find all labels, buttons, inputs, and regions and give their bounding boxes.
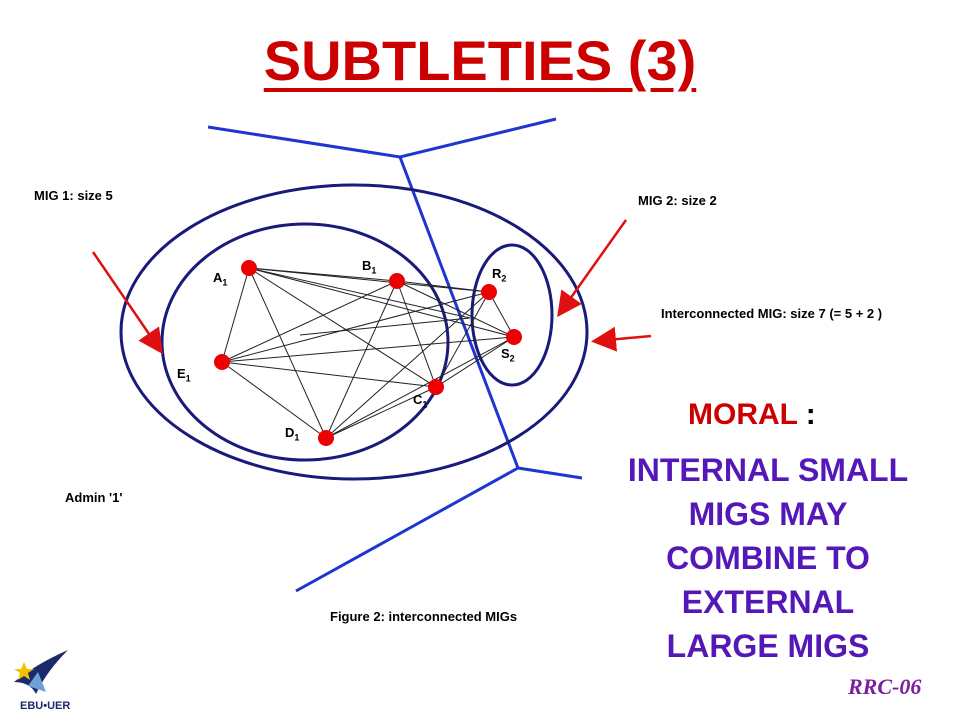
moral-line: COMBINE TO xyxy=(666,540,870,576)
edge xyxy=(435,336,515,388)
node-label-d1: D1 xyxy=(285,425,300,443)
edge xyxy=(325,291,490,439)
moral-line: MIGS MAY xyxy=(688,496,848,532)
figure-caption: Figure 2: interconnected MIGs xyxy=(330,609,518,624)
edge xyxy=(488,291,515,338)
arrows xyxy=(91,219,652,355)
node-label-s2: S2 xyxy=(501,346,515,364)
mig2-arrow xyxy=(557,219,628,318)
moral-heading: MORAL : xyxy=(688,398,816,431)
mig1-ellipse xyxy=(160,222,450,462)
node-r2 xyxy=(481,284,497,300)
node-label-b1: B1 xyxy=(362,258,377,276)
moral-line: LARGE MIGS xyxy=(666,628,870,664)
interconnected-mig-ellipse xyxy=(119,183,589,481)
node-c1 xyxy=(428,379,444,395)
nodes xyxy=(214,260,522,446)
edge xyxy=(299,317,471,336)
boundary-line-top xyxy=(207,117,557,159)
edge xyxy=(248,267,327,439)
edge xyxy=(325,386,437,439)
node-label-a1: A1 xyxy=(213,270,228,288)
mig2-label: MIG 2: size 2 xyxy=(638,193,717,208)
mig1-label: MIG 1: size 5 xyxy=(34,188,113,203)
node-b1 xyxy=(389,273,405,289)
node-label-e1: E1 xyxy=(177,366,191,384)
node-a1 xyxy=(241,260,257,276)
edge xyxy=(396,280,437,388)
node-label-r2: R2 xyxy=(492,266,507,284)
edge xyxy=(248,267,490,293)
edge xyxy=(221,280,398,363)
edge xyxy=(396,280,515,338)
moral-text: INTERNAL SMALL MIGS MAY COMBINE TO EXTER… xyxy=(596,448,940,668)
edge xyxy=(325,336,515,439)
mig1-arrow xyxy=(91,251,163,355)
moral-line: EXTERNAL xyxy=(681,584,855,620)
moral-line: INTERNAL SMALL xyxy=(627,452,909,488)
mig2-ellipse xyxy=(470,243,554,387)
edge xyxy=(221,291,490,363)
edge xyxy=(221,336,515,363)
edge xyxy=(435,291,490,388)
rrc-label: RRC-06 xyxy=(848,674,922,699)
node-label-c1: C1 xyxy=(413,392,428,410)
boundary-line-bottom xyxy=(295,466,519,593)
boundary-line-middle xyxy=(398,156,583,480)
admin-label: Admin '1' xyxy=(65,490,123,505)
interconnected-mig-label: Interconnected MIG: size 7 (= 5 + 2 ) xyxy=(661,306,883,321)
node-d1 xyxy=(318,430,334,446)
edge xyxy=(325,280,398,439)
node-e1 xyxy=(214,354,230,370)
edge xyxy=(221,361,437,388)
edge xyxy=(248,267,471,319)
edge xyxy=(396,280,490,293)
ebu-logo xyxy=(14,650,68,694)
node-s2 xyxy=(506,329,522,345)
page-title: SUBTLETIES (3) xyxy=(263,29,697,92)
edge xyxy=(221,267,250,363)
edges xyxy=(221,267,515,439)
edge xyxy=(221,361,327,439)
logo-text: EBU•UER xyxy=(20,700,71,712)
interconnected-arrow xyxy=(591,326,652,352)
admin-boundary xyxy=(207,117,583,593)
